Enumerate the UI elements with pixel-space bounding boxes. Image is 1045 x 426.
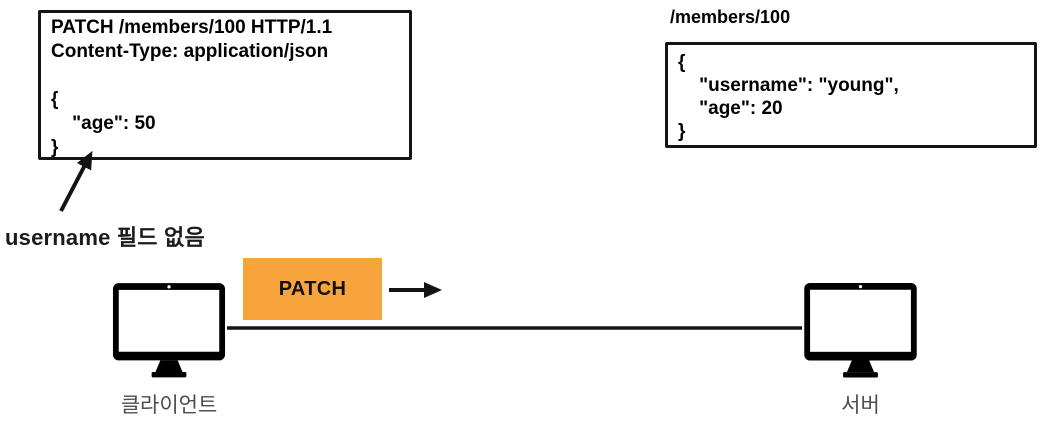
resource-path-label: /members/100: [670, 7, 791, 27]
patch-message-box: PATCH: [243, 258, 382, 320]
server-monitor-icon: [804, 282, 917, 378]
resource-age-field: "age": 20: [678, 98, 783, 119]
http-request-box: PATCH /members/100 HTTP/1.1 Content-Type…: [38, 10, 412, 160]
annotation-arrow-icon: [59, 150, 93, 212]
patch-message-label: PATCH: [278, 277, 347, 300]
resource-close-brace: }: [678, 121, 686, 142]
client-label: 클라이언트: [120, 394, 218, 417]
request-blank-line: [51, 64, 409, 88]
request-body-close-brace: }: [51, 137, 59, 158]
resource-open-brace: {: [678, 52, 686, 73]
client-monitor-icon: [112, 283, 226, 378]
resource-username-field: "username": "young",: [678, 75, 899, 96]
request-header-line: Content-Type: application/json: [51, 41, 329, 62]
server-label: 서버: [841, 394, 880, 417]
request-line: PATCH /members/100 HTTP/1.1: [51, 17, 333, 38]
resource-state-box: { "username": "young", "age": 20 }: [665, 42, 1037, 148]
request-body-age-field: "age": 50: [51, 113, 156, 134]
request-body-open-brace: {: [51, 89, 59, 110]
annotation-no-username-field: username 필드 없음: [5, 225, 205, 250]
